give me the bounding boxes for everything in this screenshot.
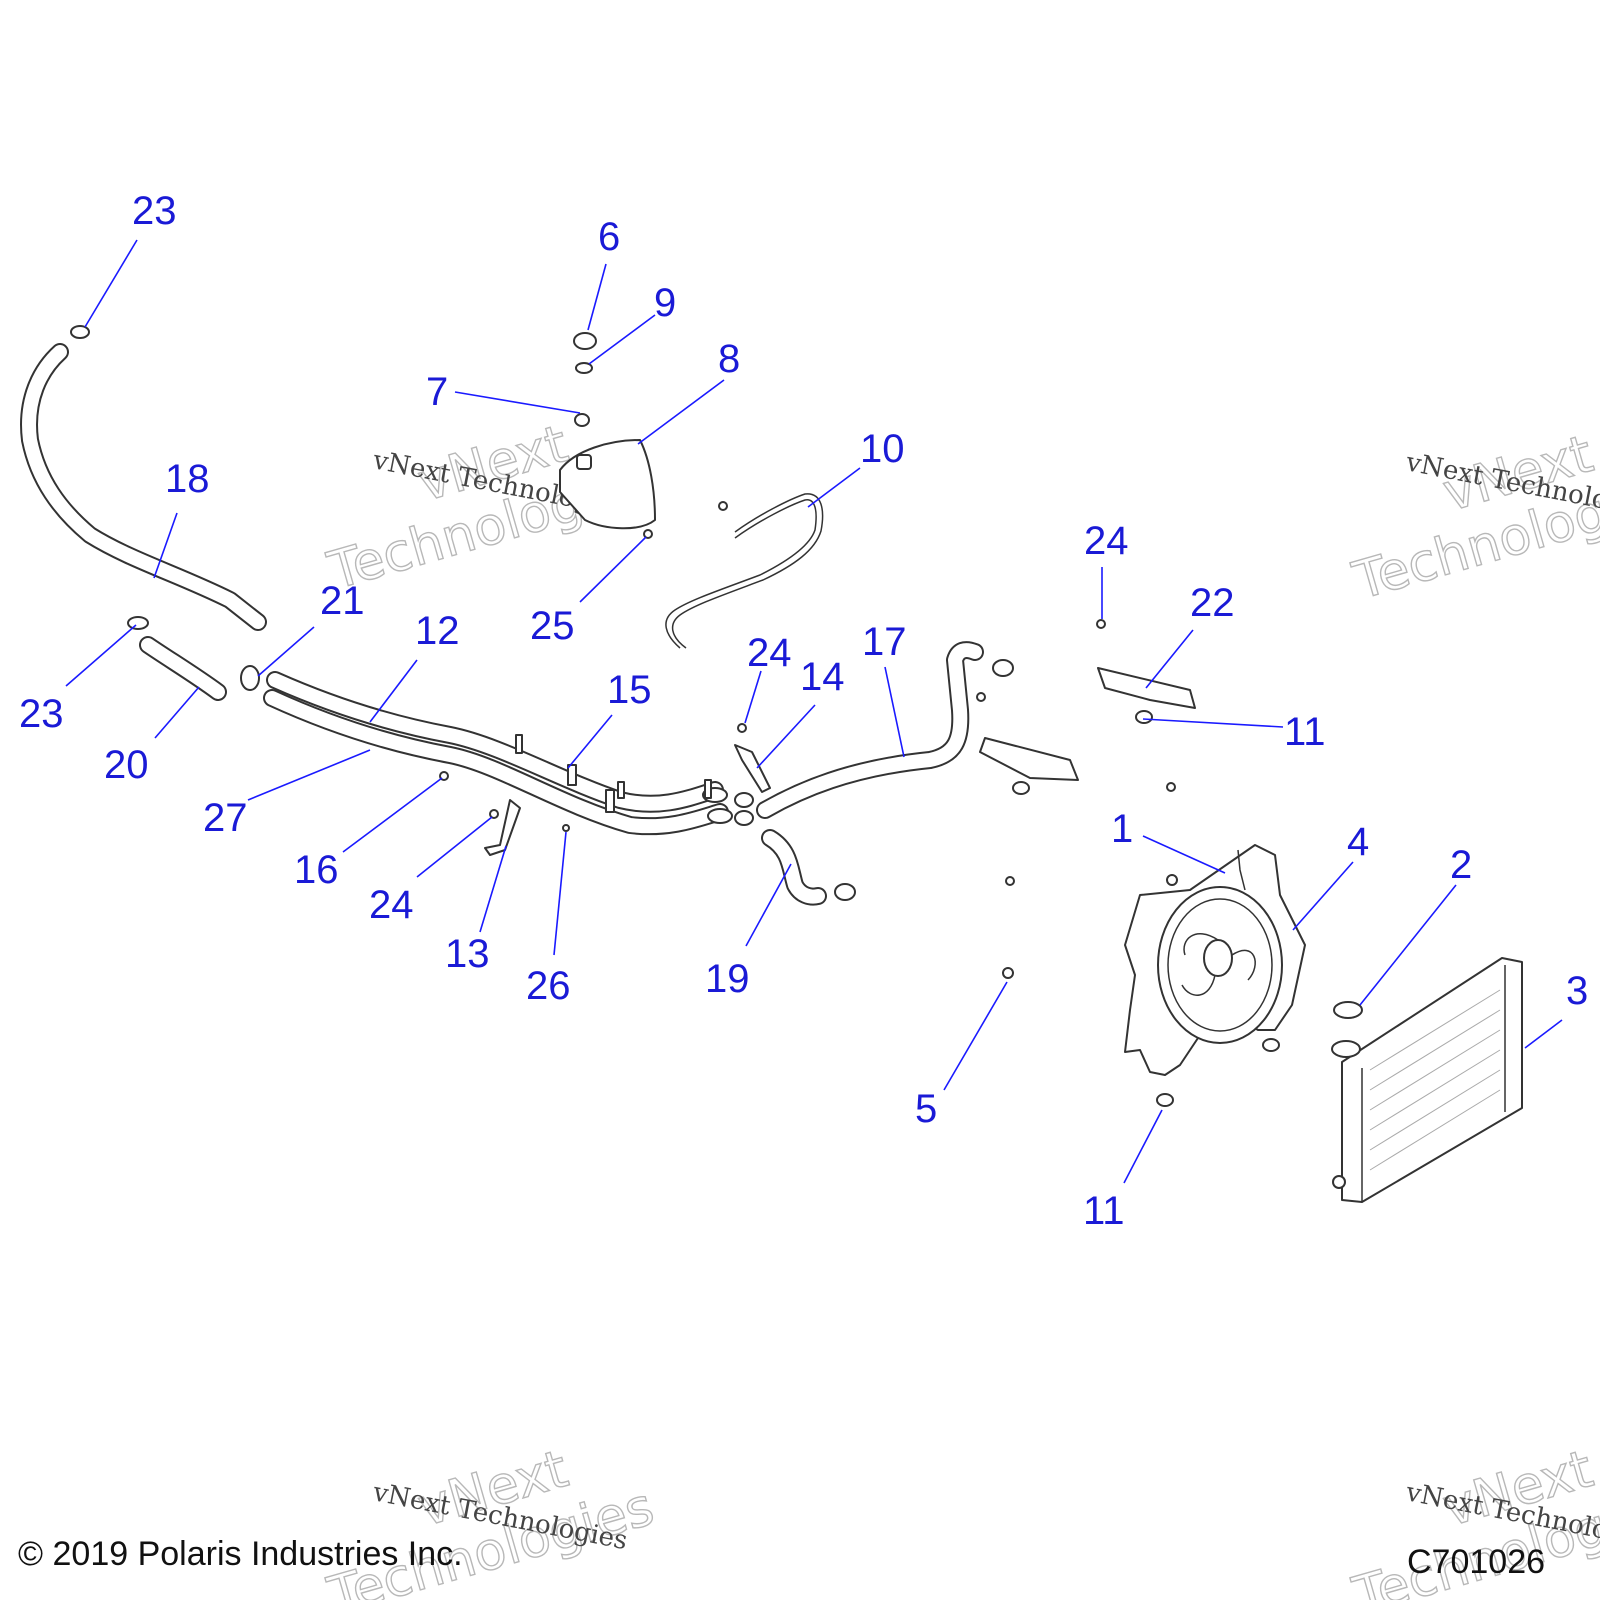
brackets: [439, 501, 1280, 1107]
callout-16: 16: [294, 848, 339, 892]
callout-11: 11: [1083, 1189, 1125, 1233]
callout-18: 18: [165, 457, 210, 501]
callout-6: 6: [598, 215, 620, 259]
callout-leaders: [65, 239, 1563, 1184]
hoses: [20, 343, 984, 906]
callout-labels: 1 2 3 4 5 6 7 8 9 10 11 11 12 13 14 15 1…: [19, 189, 1588, 1233]
coolant-reservoir: [559, 332, 656, 530]
callout-23: 23: [19, 692, 64, 736]
clamps: [70, 325, 1014, 901]
callout-10: 10: [860, 427, 905, 471]
callout-26: 26: [526, 964, 571, 1008]
callout-22: 22: [1190, 581, 1235, 625]
copyright-notice: © 2019 Polaris Industries Inc.: [18, 1535, 463, 1573]
callout-5: 5: [915, 1087, 937, 1131]
callout-17: 17: [862, 620, 907, 664]
callout-25: 25: [530, 604, 575, 648]
callout-2: 2: [1450, 843, 1472, 887]
callout-24: 24: [1084, 519, 1129, 563]
figure-code: C701026: [1407, 1543, 1545, 1581]
callout-19: 19: [705, 957, 750, 1001]
fan-assembly: [1124, 844, 1306, 1076]
radiator: [1331, 957, 1523, 1203]
callout-24: 24: [747, 631, 792, 675]
callout-21: 21: [320, 579, 365, 623]
callout-3: 3: [1566, 969, 1588, 1013]
callout-12: 12: [415, 609, 460, 653]
callout-27: 27: [203, 796, 248, 840]
callout-9: 9: [654, 281, 676, 325]
callout-4: 4: [1347, 820, 1369, 864]
callout-14: 14: [800, 655, 845, 699]
callout-24: 24: [369, 883, 414, 927]
callout-13: 13: [445, 932, 490, 976]
callout-23: 23: [132, 189, 177, 233]
callout-11: 11: [1284, 710, 1326, 754]
callout-20: 20: [104, 743, 149, 787]
watermark: vNext Technologies vNext Technologies vN…: [321, 413, 1600, 1600]
callout-7: 7: [426, 370, 448, 414]
callout-1: 1: [1111, 807, 1133, 851]
callout-15: 15: [607, 668, 652, 712]
callout-8: 8: [718, 337, 740, 381]
